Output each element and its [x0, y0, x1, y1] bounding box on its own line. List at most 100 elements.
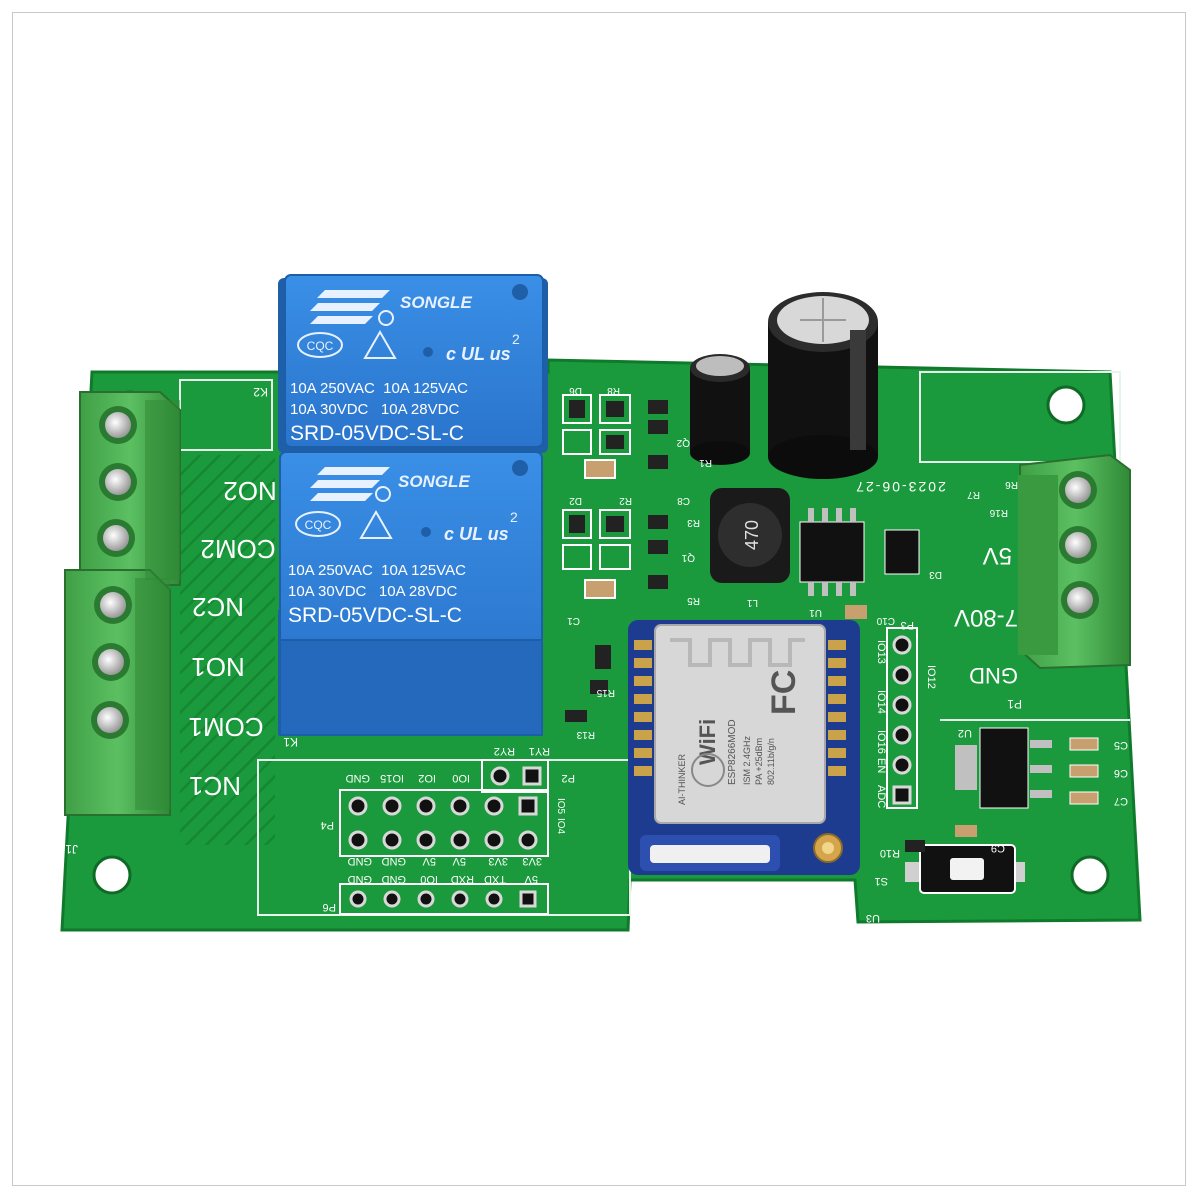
- terminal-screw: [97, 519, 135, 557]
- header-p4: GND IO15 IO2 IO0 GND GND 5V 5V 3V3 3V3 P…: [321, 772, 549, 867]
- terminal-label-5v: 5V: [983, 542, 1012, 569]
- terminal-label-no2: NO2: [223, 476, 276, 506]
- terminal-screw: [1059, 471, 1097, 509]
- ref-u1: U1: [809, 607, 822, 618]
- ref-r15: R15: [596, 687, 615, 698]
- header-io4: IO4: [555, 818, 566, 835]
- p4-5v-2: 5V: [452, 855, 466, 867]
- p4-3v3-1: 3V3: [488, 855, 508, 867]
- warning-icon: [359, 509, 393, 539]
- terminal-screw: [91, 701, 129, 739]
- ref-r10: R10: [880, 847, 900, 859]
- p4-gnd-1: GND: [348, 855, 373, 867]
- header-io5: IO5: [555, 798, 566, 815]
- ref-q1: Q1: [681, 552, 695, 563]
- ref-c1: C1: [567, 615, 580, 626]
- terminal-screw: [99, 463, 137, 501]
- board-date: 2023-06-27: [854, 479, 946, 495]
- relay-model: SRD-05VDC-SL-C: [288, 604, 462, 627]
- terminal-label-com2: COM2: [200, 534, 275, 564]
- songle-logo: [310, 290, 390, 324]
- esp-vendor: AI-THINKER: [677, 753, 687, 805]
- right-terminal-block: [1018, 453, 1131, 670]
- relay-rating-row1: 10A 250VAC 10A 125VAC: [290, 380, 468, 397]
- terminal-label-7-80v: 7-80V: [954, 604, 1018, 631]
- gpio-en: EN: [875, 758, 887, 773]
- p4-io15: IO15: [380, 772, 404, 784]
- ul-mark: c UL us: [446, 344, 511, 364]
- terminal-screw: [94, 586, 132, 624]
- header-ry2: RY2: [494, 745, 515, 757]
- ref-c6: C6: [1114, 767, 1128, 779]
- ref-q2: Q2: [676, 437, 690, 448]
- terminal-label-nc1: NC1: [189, 771, 241, 801]
- smd-components: [562, 394, 668, 722]
- left-terminal-labels: NO2 COM2 NC2 NO1 COM1 NC1 J1 K2 K1: [65, 385, 298, 856]
- image-frame: [12, 12, 1186, 1186]
- cqc-mark: CQC: [305, 518, 332, 532]
- ref-u3: U3: [866, 912, 880, 924]
- ref-l1: L1: [746, 597, 758, 608]
- p6-rxd: RXD: [451, 873, 474, 885]
- p4-5v-1: 5V: [422, 855, 436, 867]
- ul-mark: c UL us: [444, 524, 509, 544]
- ref-k1: K1: [283, 735, 298, 749]
- cqc-mark: CQC: [307, 339, 334, 353]
- p4-gnd-top: GND: [346, 772, 371, 784]
- terminal-screw: [1059, 526, 1097, 564]
- ref-designators: D6 R8 Q2 R1 R2 D2 C8 R3 Q1 R5 C1 R15 R13…: [567, 385, 1018, 740]
- songle-logo: [310, 467, 390, 501]
- ref-r7: R7: [967, 489, 980, 500]
- mounting-hole: [92, 855, 132, 895]
- ref-r1: R1: [699, 457, 712, 468]
- terminal-label-gnd: GND: [969, 663, 1018, 688]
- ref-s1: S1: [875, 875, 888, 887]
- ref-c9: C9: [991, 842, 1005, 854]
- ref-r5: R5: [687, 595, 700, 606]
- relay-model: SRD-05VDC-SL-C: [290, 422, 464, 445]
- terminal-screw: [92, 643, 130, 681]
- p4-3v3-2: 3V3: [522, 855, 542, 867]
- p6-gnd-2: GND: [382, 873, 407, 885]
- gpio-io16: IO16: [875, 730, 887, 754]
- relay-brand: SONGLE: [400, 293, 472, 312]
- header-p6: GND GND IO0 RXD TXD 5V P6: [323, 873, 549, 915]
- p6-5v: 5V: [524, 873, 538, 885]
- regulator-u2: C5 C6 C7 U2: [955, 727, 1128, 809]
- fc-mark: FC: [765, 670, 803, 715]
- p6-txd: TXD: [484, 873, 506, 885]
- p4-io0: IO0: [452, 772, 470, 784]
- small-capacitor: [690, 354, 750, 465]
- ref-p6: P6: [323, 901, 336, 913]
- gpio-io14: IO14: [875, 690, 887, 714]
- esp-pa: PA +25dBm: [754, 738, 764, 785]
- esp-model: ESP8266MOD: [727, 719, 738, 785]
- diode-d3: [884, 529, 920, 575]
- esp8266-wifi-module: WiFi ESP8266MOD ISM 2.4GHz PA +25dBm 802…: [628, 620, 860, 875]
- ref-c8: C8: [677, 495, 690, 506]
- terminal-label-nc2: NC2: [192, 592, 244, 622]
- relay-top: SONGLE CQC c UL us 2 10A 250VAC 10A 125V…: [278, 274, 548, 453]
- ref-r13: R13: [576, 729, 595, 740]
- ref-u2: U2: [958, 727, 972, 739]
- ref-r8: R8: [607, 385, 620, 396]
- relay-header-p2: RY2 RY1 P2 IO5 IO4: [481, 745, 575, 835]
- relay-rating-row2: 10A 30VDC 10A 28VDC: [290, 401, 459, 418]
- header-ry1: RY1: [529, 745, 550, 757]
- ic-u1: [799, 508, 865, 596]
- mounting-hole: [1070, 855, 1110, 895]
- smd-c10: [845, 605, 867, 619]
- terminal-label-no1: NO1: [191, 652, 244, 682]
- ref-p4: P4: [321, 819, 334, 831]
- ref-c7: C7: [1114, 795, 1128, 807]
- ref-r16: R16: [989, 507, 1008, 518]
- ref-r6: R6: [1005, 479, 1018, 490]
- ref-d3: D3: [929, 569, 942, 580]
- esp-standard: 802.11b/g/n: [766, 738, 776, 785]
- ref-p2: P2: [562, 772, 575, 784]
- inductor: 470: [710, 488, 790, 583]
- ref-p1: P1: [1007, 697, 1022, 711]
- terminal-screw: [99, 406, 137, 444]
- large-capacitor: [768, 292, 878, 479]
